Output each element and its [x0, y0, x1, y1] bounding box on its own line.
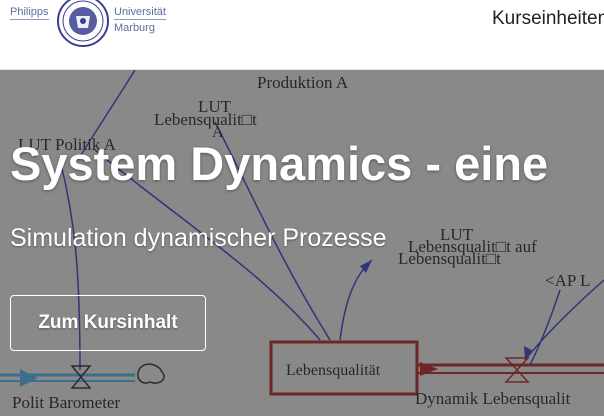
diagram-connectors: [59, 70, 604, 371]
flow-polit-barometer: [0, 363, 165, 389]
hero-overlay: [0, 70, 604, 416]
diagram-label: Lebensqualit□t: [154, 110, 257, 129]
arrowhead-icon: [524, 346, 533, 360]
diagram-label: <AP L: [545, 271, 590, 290]
hero-subtitle: Simulation dynamischer Prozesse: [10, 224, 387, 252]
logo-word-universitaet: Universität: [114, 6, 166, 20]
logo-word-philipps: Philipps: [10, 6, 49, 20]
university-logo[interactable]: Philipps Universität Marburg: [10, 0, 175, 52]
diagram-label: LUT: [198, 97, 232, 116]
diagram-label: Polit Barometer: [12, 393, 120, 412]
diagram-label: Produktion A: [257, 73, 349, 92]
course-content-button[interactable]: Zum Kursinhalt: [10, 295, 206, 351]
logo-word-marburg: Marburg: [114, 22, 155, 34]
diagram-label: Lebensqualit□t auf: [408, 237, 537, 256]
diagram-label: LUT Politik A: [18, 135, 117, 154]
system-dynamics-diagram: Produktion A LUT Lebensqualit□t A LUT Po…: [0, 70, 604, 412]
diagram-label: Dynamik Lebensqualit: [415, 389, 571, 408]
hero-banner: Produktion A LUT Lebensqualit□t A LUT Po…: [0, 70, 604, 416]
university-seal-icon: [57, 0, 109, 47]
arrowhead-icon: [360, 260, 372, 273]
hero-title: System Dynamics - eine: [10, 137, 549, 190]
diagram-label: LUT: [440, 225, 474, 244]
diagram-label: A: [212, 124, 224, 141]
stock-label: Lebensqualität: [286, 362, 381, 379]
flow-dynamik: [417, 357, 604, 383]
stock-box: [269, 340, 419, 396]
site-header: Philipps Universität Marburg Kurseinheit…: [0, 0, 604, 70]
nav-link-kurseinheiten[interactable]: Kurseinheiten: [492, 8, 604, 29]
diagram-label: Lebensqualit□t: [398, 249, 501, 268]
